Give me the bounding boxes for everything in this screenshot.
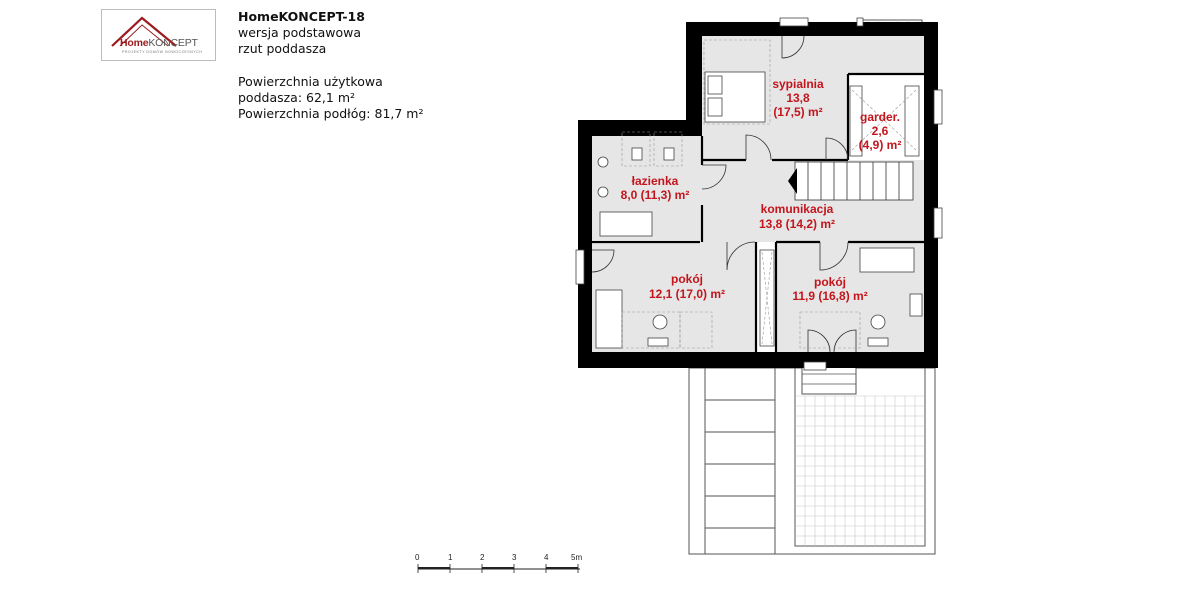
logo-roof-icon <box>111 16 177 47</box>
room-pokoj2-area: 11,9 (16,8) m² <box>792 289 867 303</box>
room-komunikacja-area: 13,8 (14,2) m² <box>759 217 835 231</box>
project-header: HomeKONCEPT-18 wersja podstawowa rzut po… <box>238 9 365 57</box>
scale-tick-5: 5m <box>571 553 582 562</box>
scale-tick-4: 4 <box>544 553 549 562</box>
dashed-outlines <box>621 39 917 349</box>
logo-koncept-text: KONCEPT <box>148 37 198 49</box>
interior-walls <box>592 72 924 352</box>
room-sypialnia-floor: (17,5) m² <box>773 105 822 119</box>
room-sypialnia-name: sypialnia <box>772 77 824 91</box>
logo-tagline: PROJEKTY DOMÓW NOWOCZESNYCH <box>122 50 203 54</box>
room-pokoj1-area: 12,1 (17,0) m² <box>649 287 725 301</box>
room-pokoj2-name: pokój <box>814 275 846 289</box>
room-komunikacja-name: komunikacja <box>761 202 834 216</box>
scale-tick-3: 3 <box>512 553 517 562</box>
staircase <box>788 161 914 201</box>
room-garderoba-floor: (4,9) m² <box>859 138 902 152</box>
floor-area: Powierzchnia podłóg: 81,7 m² <box>238 106 424 121</box>
usable-area-label: Powierzchnia użytkowa <box>238 74 383 89</box>
area-summary: Powierzchnia użytkowa poddasza: 62,1 m² … <box>238 74 423 122</box>
logo-wordmark: HomeKONCEPT <box>120 37 198 49</box>
windows <box>575 17 943 371</box>
room-garderoba-area: 2,6 <box>872 124 889 138</box>
plan-type: rzut poddasza <box>238 41 327 56</box>
scale-tick-2: 2 <box>480 553 485 562</box>
scale-tick-0: 0 <box>415 553 420 562</box>
project-name: HomeKONCEPT-18 <box>238 9 365 24</box>
project-version: wersja podstawowa <box>238 25 362 40</box>
room-lazienka-name: łazienka <box>632 174 679 188</box>
company-logo: HomeKONCEPT PROJEKTY DOMÓW NOWOCZESNYCH <box>101 9 216 61</box>
room-garderoba-name: garder. <box>860 110 900 124</box>
logo-home-text: Home <box>120 37 149 49</box>
room-sypialnia-area: 13,8 <box>786 91 810 105</box>
attic-area: poddasza: 62,1 m² <box>238 90 356 105</box>
terrace-tiles <box>795 395 925 546</box>
lower-terrace <box>688 367 936 555</box>
scale-tick-1: 1 <box>448 553 453 562</box>
room-lazienka-area: 8,0 (11,3) m² <box>621 188 690 202</box>
scale-bar: 0 1 2 3 4 5m <box>415 553 582 573</box>
room-pokoj1-name: pokój <box>671 272 703 286</box>
